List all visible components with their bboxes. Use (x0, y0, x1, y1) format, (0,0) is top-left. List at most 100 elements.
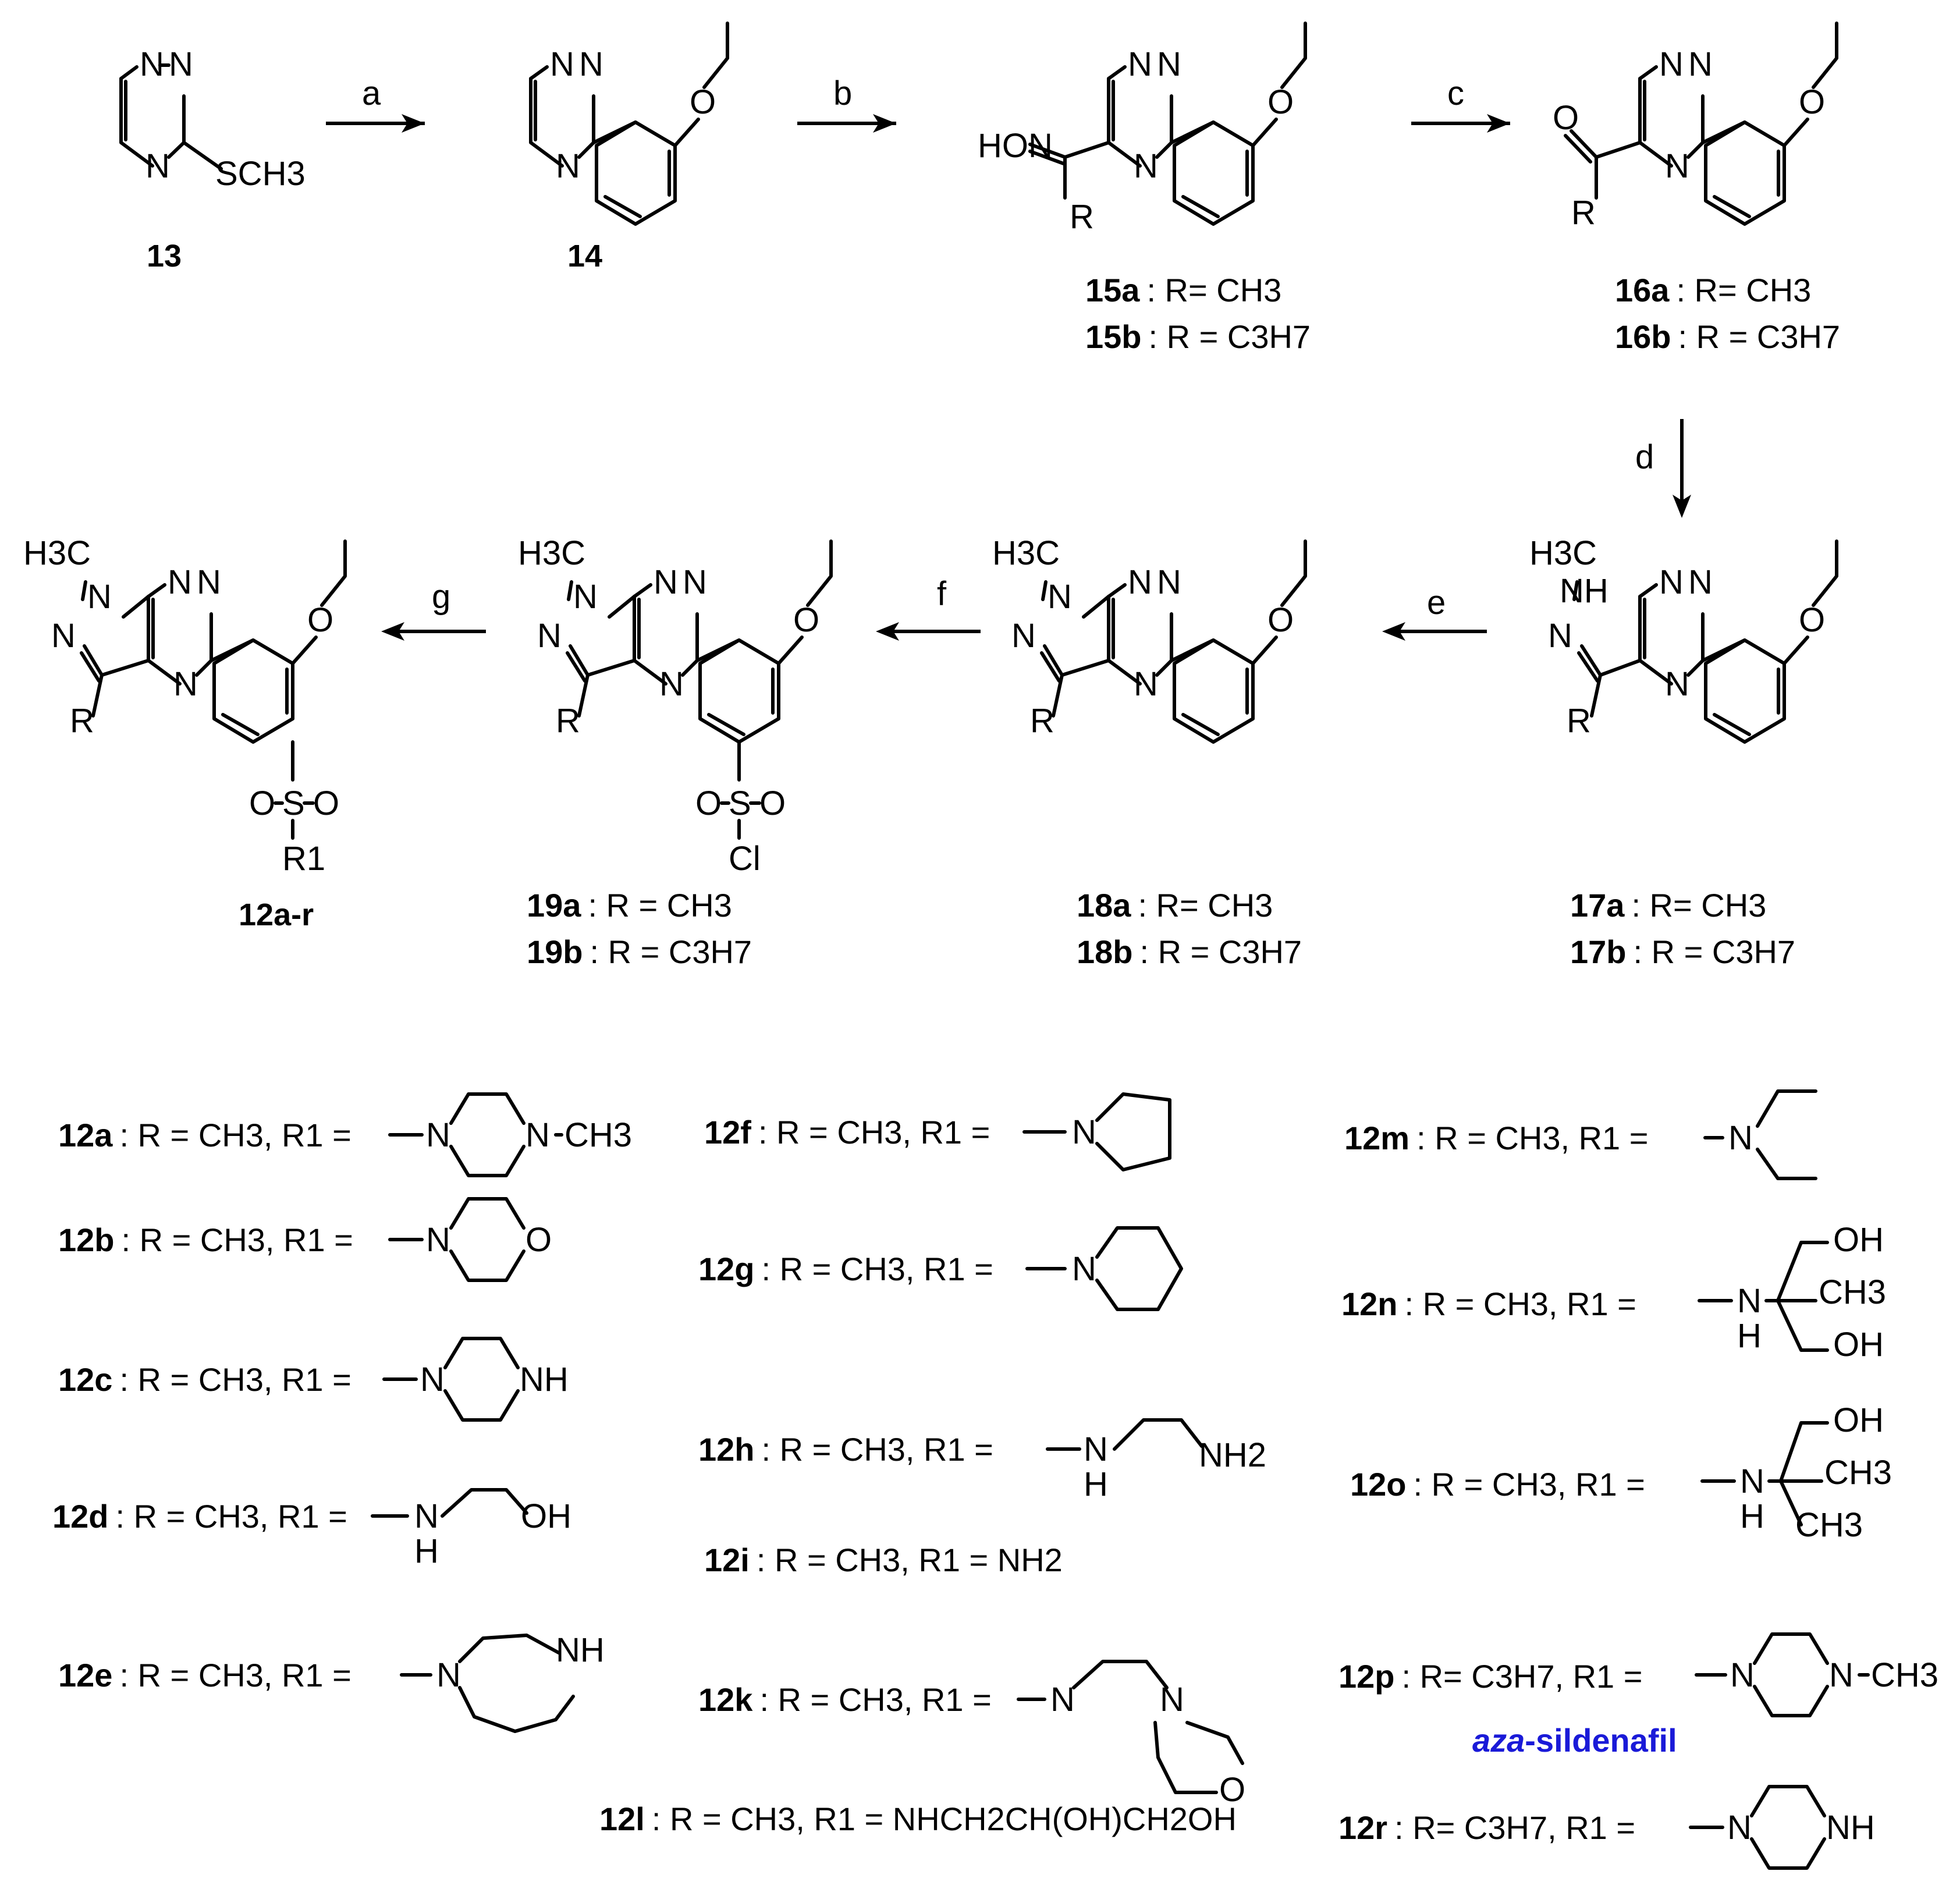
svg-text:17a: R= CH3: 17a: R= CH3 (1570, 887, 1766, 924)
entry-12a: 12a: R = CH3, R1 = N N CH3 (58, 1092, 632, 1177)
atom-n: N (173, 665, 198, 703)
label-15b: 15b (1085, 318, 1142, 355)
subst-16b: : R = C3H7 (1678, 318, 1841, 355)
entry-12g: 12g: R = CH3, R1 = N (698, 1226, 1183, 1311)
entry-12n: 12n: R = CH3, R1 = N H OH CH3 OH (1341, 1221, 1886, 1364)
atom-o: O (695, 784, 722, 822)
atom-n: N (1659, 563, 1684, 601)
svg-text:16a: R= CH3: 16a: R= CH3 (1615, 272, 1811, 308)
atom-n: N (1730, 1656, 1755, 1694)
entry-id: 12m (1344, 1120, 1409, 1156)
atom-n: N (1134, 665, 1158, 703)
atom-n: N (537, 617, 562, 655)
entry-text: : R = CH3, R1 = (119, 1117, 351, 1153)
entry-id: 12p (1338, 1658, 1395, 1695)
atom-n: N (1157, 563, 1181, 601)
atom-n: N (87, 578, 112, 616)
atom-o: O (249, 784, 275, 822)
entry-text: : R = CH3, R1 = (1405, 1286, 1636, 1322)
subst-19a: : R = CH3 (588, 887, 732, 924)
atom-r: R (556, 702, 580, 740)
entry-12r: 12r: R= C3H7, R1 = N NH (1338, 1785, 1875, 1870)
entry-id: 12r (1338, 1809, 1387, 1846)
reagent-b: b (833, 74, 852, 112)
arrow-b: b (797, 74, 896, 133)
atom-n: N (414, 1497, 439, 1535)
atom-ch3: CH3 (1871, 1656, 1938, 1694)
atom-n: N (1659, 45, 1684, 83)
compound-12: N N N O H3C N N R O S O R1 12a-r (23, 534, 347, 932)
subst-18b: : R = C3H7 (1140, 933, 1302, 970)
entry-id: 12o (1350, 1466, 1407, 1503)
entry-12e: 12e: R = CH3, R1 = N NH (58, 1631, 605, 1733)
atom-o: O (1553, 99, 1579, 137)
compound-16: N N N O O R 16a: R= CH3 16b: R = C3H7 (1553, 22, 1840, 355)
atom-n: N (1740, 1462, 1764, 1500)
atom-n: N (145, 147, 170, 185)
atom-n: N (1727, 1809, 1752, 1847)
subst-17a: : R= CH3 (1631, 887, 1766, 924)
svg-text:12b: R = CH3, R1 =: 12b: R = CH3, R1 = (58, 1222, 353, 1258)
aza-prefix: aza (1472, 1722, 1525, 1759)
entry-text: : R= C3H7, R1 = (1394, 1809, 1635, 1846)
svg-text:19a: R = CH3: 19a: R = CH3 (527, 887, 732, 924)
atom-s: S (729, 784, 751, 822)
atom-n: N (436, 1656, 461, 1694)
atom-n: N (1072, 1250, 1096, 1288)
subst-16a: : R= CH3 (1676, 272, 1811, 308)
atom-r: R (1571, 194, 1596, 232)
label-19b: 19b (527, 933, 583, 970)
atom-nh: NH (1560, 572, 1609, 610)
svg-text:15b: R = C3H7: 15b: R = C3H7 (1085, 318, 1311, 355)
entry-text: : R = CH3, R1 = (116, 1498, 347, 1535)
entry-12f: 12f: R = CH3, R1 = N (704, 1092, 1171, 1171)
atom-n: N (51, 617, 76, 655)
entry-id: 12f (704, 1114, 751, 1151)
label-15a: 15a (1085, 272, 1140, 308)
arrow-d: d (1635, 419, 1691, 518)
arrow-g: g (381, 578, 486, 641)
svg-text:16b: R = C3H7: 16b: R = C3H7 (1615, 318, 1840, 355)
atom-n: N (420, 1361, 445, 1398)
entry-12i: 12i: R = CH3, R1 = NH2 (704, 1542, 1063, 1578)
atom-n: N (426, 1221, 450, 1259)
svg-text:12k: R = CH3, R1 =: 12k: R = CH3, R1 = (698, 1681, 992, 1718)
reagent-f: f (937, 575, 947, 613)
svg-text:12n: R = CH3, R1 =: 12n: R = CH3, R1 = (1341, 1286, 1636, 1322)
label-16a: 16a (1615, 272, 1670, 308)
atom-oh: OH (1833, 1326, 1884, 1364)
svg-text:18b: R = C3H7: 18b: R = C3H7 (1077, 933, 1302, 970)
subst-15a: : R= CH3 (1146, 272, 1281, 308)
atom-h3c: H3C (992, 534, 1060, 572)
label-17b: 17b (1570, 933, 1627, 970)
atom-n: N (1688, 45, 1713, 83)
atom-n: N (426, 1116, 450, 1154)
atom-h3c: H3C (518, 534, 585, 572)
label-12a-r: 12a-r (239, 897, 314, 932)
atom-ch3: CH3 (1819, 1273, 1886, 1311)
entry-12h: 12h: R = CH3, R1 = N H NH2 (698, 1418, 1266, 1503)
atom-o: O (525, 1221, 552, 1259)
svg-text:17b: R = C3H7: 17b: R = C3H7 (1570, 933, 1795, 970)
atom-n: N (1160, 1681, 1184, 1719)
entry-text: : R = CH3, R1 = (122, 1222, 353, 1258)
compound-14: N N N O 14 (529, 22, 729, 274)
arrow-f: f (876, 575, 981, 641)
entry-12k: 12k: R = CH3, R1 = N N O (698, 1660, 1245, 1809)
reagent-g: g (432, 578, 450, 616)
entry-id: 12a (58, 1117, 113, 1153)
atom-n: N (1084, 1430, 1108, 1468)
svg-text:12f: R = CH3, R1 =: 12f: R = CH3, R1 = (704, 1114, 990, 1151)
entry-12l: 12l: R = CH3, R1 = NHCH2CH(OH)CH2OH (599, 1801, 1237, 1837)
compound-13: N N N SCH3 13 (119, 45, 306, 274)
entry-id: 12e (58, 1657, 112, 1693)
svg-text:15a: R= CH3: 15a: R= CH3 (1085, 272, 1281, 308)
entry-text: : R= C3H7, R1 = (1402, 1658, 1643, 1695)
entry-id: 12l (599, 1801, 645, 1837)
atom-n: N (1688, 563, 1713, 601)
atom-nh2: NH2 (1199, 1436, 1266, 1474)
svg-text:18a: R= CH3: 18a: R= CH3 (1077, 887, 1273, 924)
entry-id: 12i (704, 1542, 750, 1578)
atom-n: N (168, 563, 192, 601)
atom-nh: NH (556, 1631, 605, 1669)
